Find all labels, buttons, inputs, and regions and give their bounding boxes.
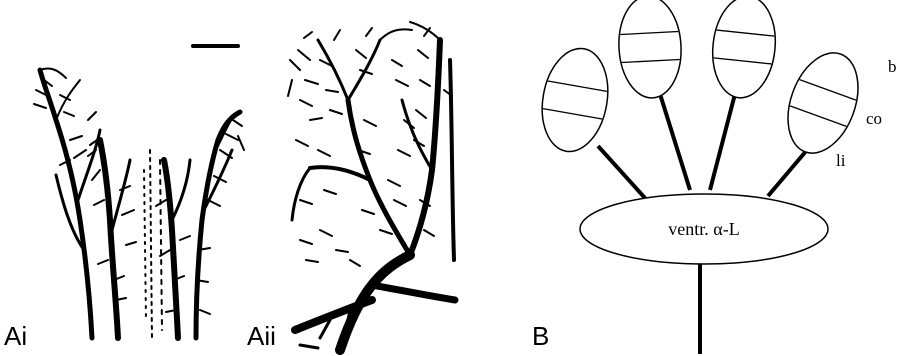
lobe-4 bbox=[775, 43, 871, 163]
panel-label-aii: Aii bbox=[247, 321, 276, 351]
central-ellipse-label: ventr. α-L bbox=[668, 219, 739, 239]
layer-label-co: co bbox=[866, 109, 882, 128]
panel-ai-drawing bbox=[34, 46, 244, 340]
panel-label-b: B bbox=[532, 321, 549, 351]
panel-label-ai: Ai bbox=[4, 321, 27, 351]
lobe-1 bbox=[534, 43, 615, 157]
connector-3 bbox=[710, 94, 735, 190]
connector-2 bbox=[660, 94, 690, 190]
panel-aii-drawing bbox=[288, 22, 455, 350]
lobe-2 bbox=[616, 0, 683, 100]
layer-label-li: li bbox=[836, 151, 846, 170]
panel-b-diagram: ventr. α-L b co li bbox=[534, 0, 896, 354]
connector-4 bbox=[768, 150, 807, 196]
lobe-3 bbox=[708, 0, 780, 101]
layer-label-b: b bbox=[888, 57, 897, 76]
